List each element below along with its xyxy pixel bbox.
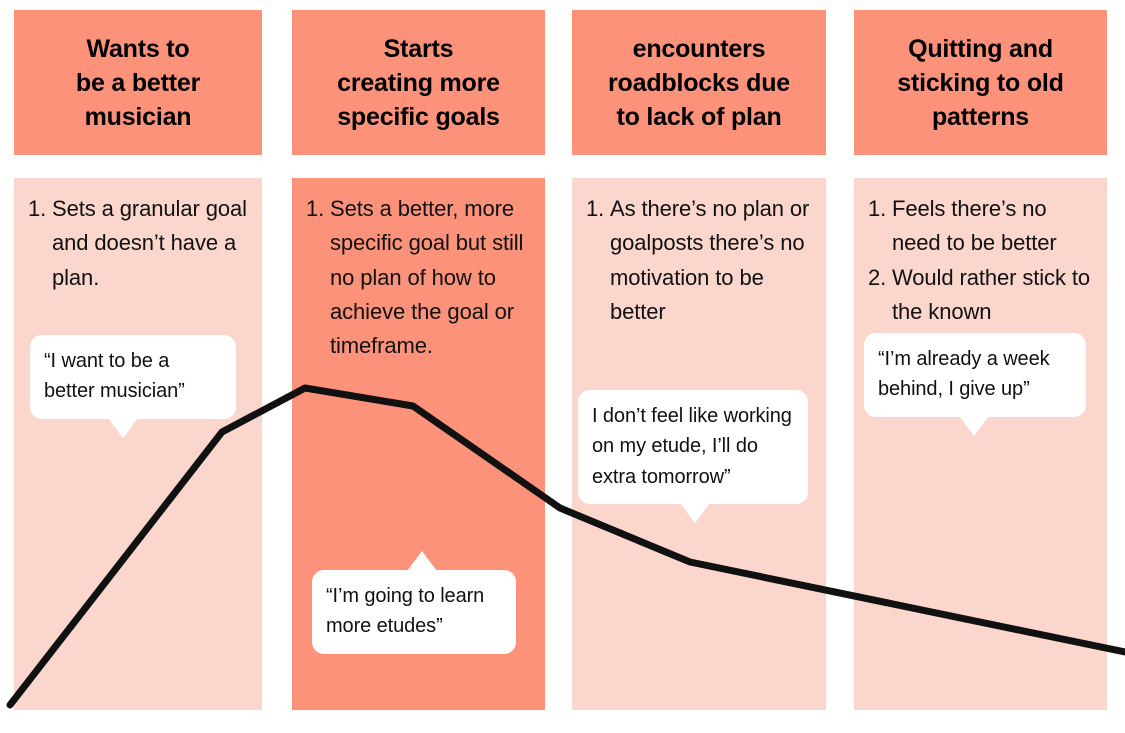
column-body-1: 1. Sets a granular goal and doesn’t have… bbox=[14, 178, 262, 710]
list-item: 1. Sets a better, more specific goal but… bbox=[306, 192, 533, 364]
speech-bubble-2: “I’m going to learn more etudes” bbox=[312, 551, 516, 654]
list-item: 1. Feels there’s no need to be better bbox=[868, 192, 1095, 261]
column-steps-4: 1. Feels there’s no need to be better 2.… bbox=[854, 192, 1107, 329]
column-steps-1: 1. Sets a granular goal and doesn’t have… bbox=[14, 192, 262, 295]
speech-bubble-tail-icon bbox=[108, 417, 138, 438]
column-steps-3: 1. As there’s no plan or goalposts there… bbox=[572, 192, 826, 329]
column-header-title-4: Quitting and sticking to old patterns bbox=[897, 34, 1064, 131]
speech-bubble-text-4: “I’m already a week behind, I give up” bbox=[878, 348, 1050, 401]
list-item: 1. As there’s no plan or goalposts there… bbox=[586, 192, 814, 329]
column-body-4: 1. Feels there’s no need to be better 2.… bbox=[854, 178, 1107, 710]
list-item: 1. Sets a granular goal and doesn’t have… bbox=[28, 192, 250, 295]
column-header-1: Wants to be a better musician bbox=[14, 10, 262, 155]
speech-bubble-1: “I want to be a better musician” bbox=[30, 335, 236, 438]
list-item-number: 1. bbox=[586, 196, 605, 221]
speech-bubble-tail-icon bbox=[680, 503, 710, 524]
speech-bubble-tail-icon bbox=[959, 415, 989, 436]
speech-bubble-text-2: “I’m going to learn more etudes” bbox=[326, 585, 485, 638]
column-header-title-2: Starts creating more specific goals bbox=[337, 34, 500, 131]
list-item-text: Would rather stick to the known bbox=[892, 264, 1091, 324]
list-item-text: Sets a better, more specific goal but st… bbox=[330, 196, 524, 359]
speech-bubble-text-1: “I want to be a better musician” bbox=[44, 350, 185, 403]
speech-bubble-3: I don’t feel like working on my etude, I… bbox=[578, 390, 808, 524]
column-header-title-3: encounters roadblocks due to lack of pla… bbox=[608, 34, 790, 131]
column-body-3: 1. As there’s no plan or goalposts there… bbox=[572, 178, 826, 710]
list-item-number: 1. bbox=[28, 196, 47, 221]
column-header-2: Starts creating more specific goals bbox=[292, 10, 545, 155]
column-steps-2: 1. Sets a better, more specific goal but… bbox=[292, 192, 545, 364]
column-header-3: encounters roadblocks due to lack of pla… bbox=[572, 10, 826, 155]
speech-bubble-4: “I’m already a week behind, I give up” bbox=[864, 333, 1086, 436]
list-item-number: 2. bbox=[868, 264, 887, 290]
column-header-4: Quitting and sticking to old patterns bbox=[854, 10, 1107, 155]
speech-bubble-tail-icon bbox=[407, 551, 437, 571]
list-item-text: Sets a granular goal and doesn’t have a … bbox=[52, 196, 247, 290]
speech-bubble-text-3: I don’t feel like working on my etude, I… bbox=[592, 405, 792, 488]
list-item-text: As there’s no plan or goalposts there’s … bbox=[610, 196, 810, 324]
column-body-2: 1. Sets a better, more specific goal but… bbox=[292, 178, 545, 710]
column-header-title-1: Wants to be a better musician bbox=[75, 34, 201, 131]
list-item: 2. Would rather stick to the known bbox=[868, 261, 1095, 330]
list-item-number: 1. bbox=[868, 196, 887, 221]
list-item-text: Feels there’s no need to be better bbox=[892, 196, 1057, 256]
list-item-number: 1. bbox=[306, 196, 325, 221]
